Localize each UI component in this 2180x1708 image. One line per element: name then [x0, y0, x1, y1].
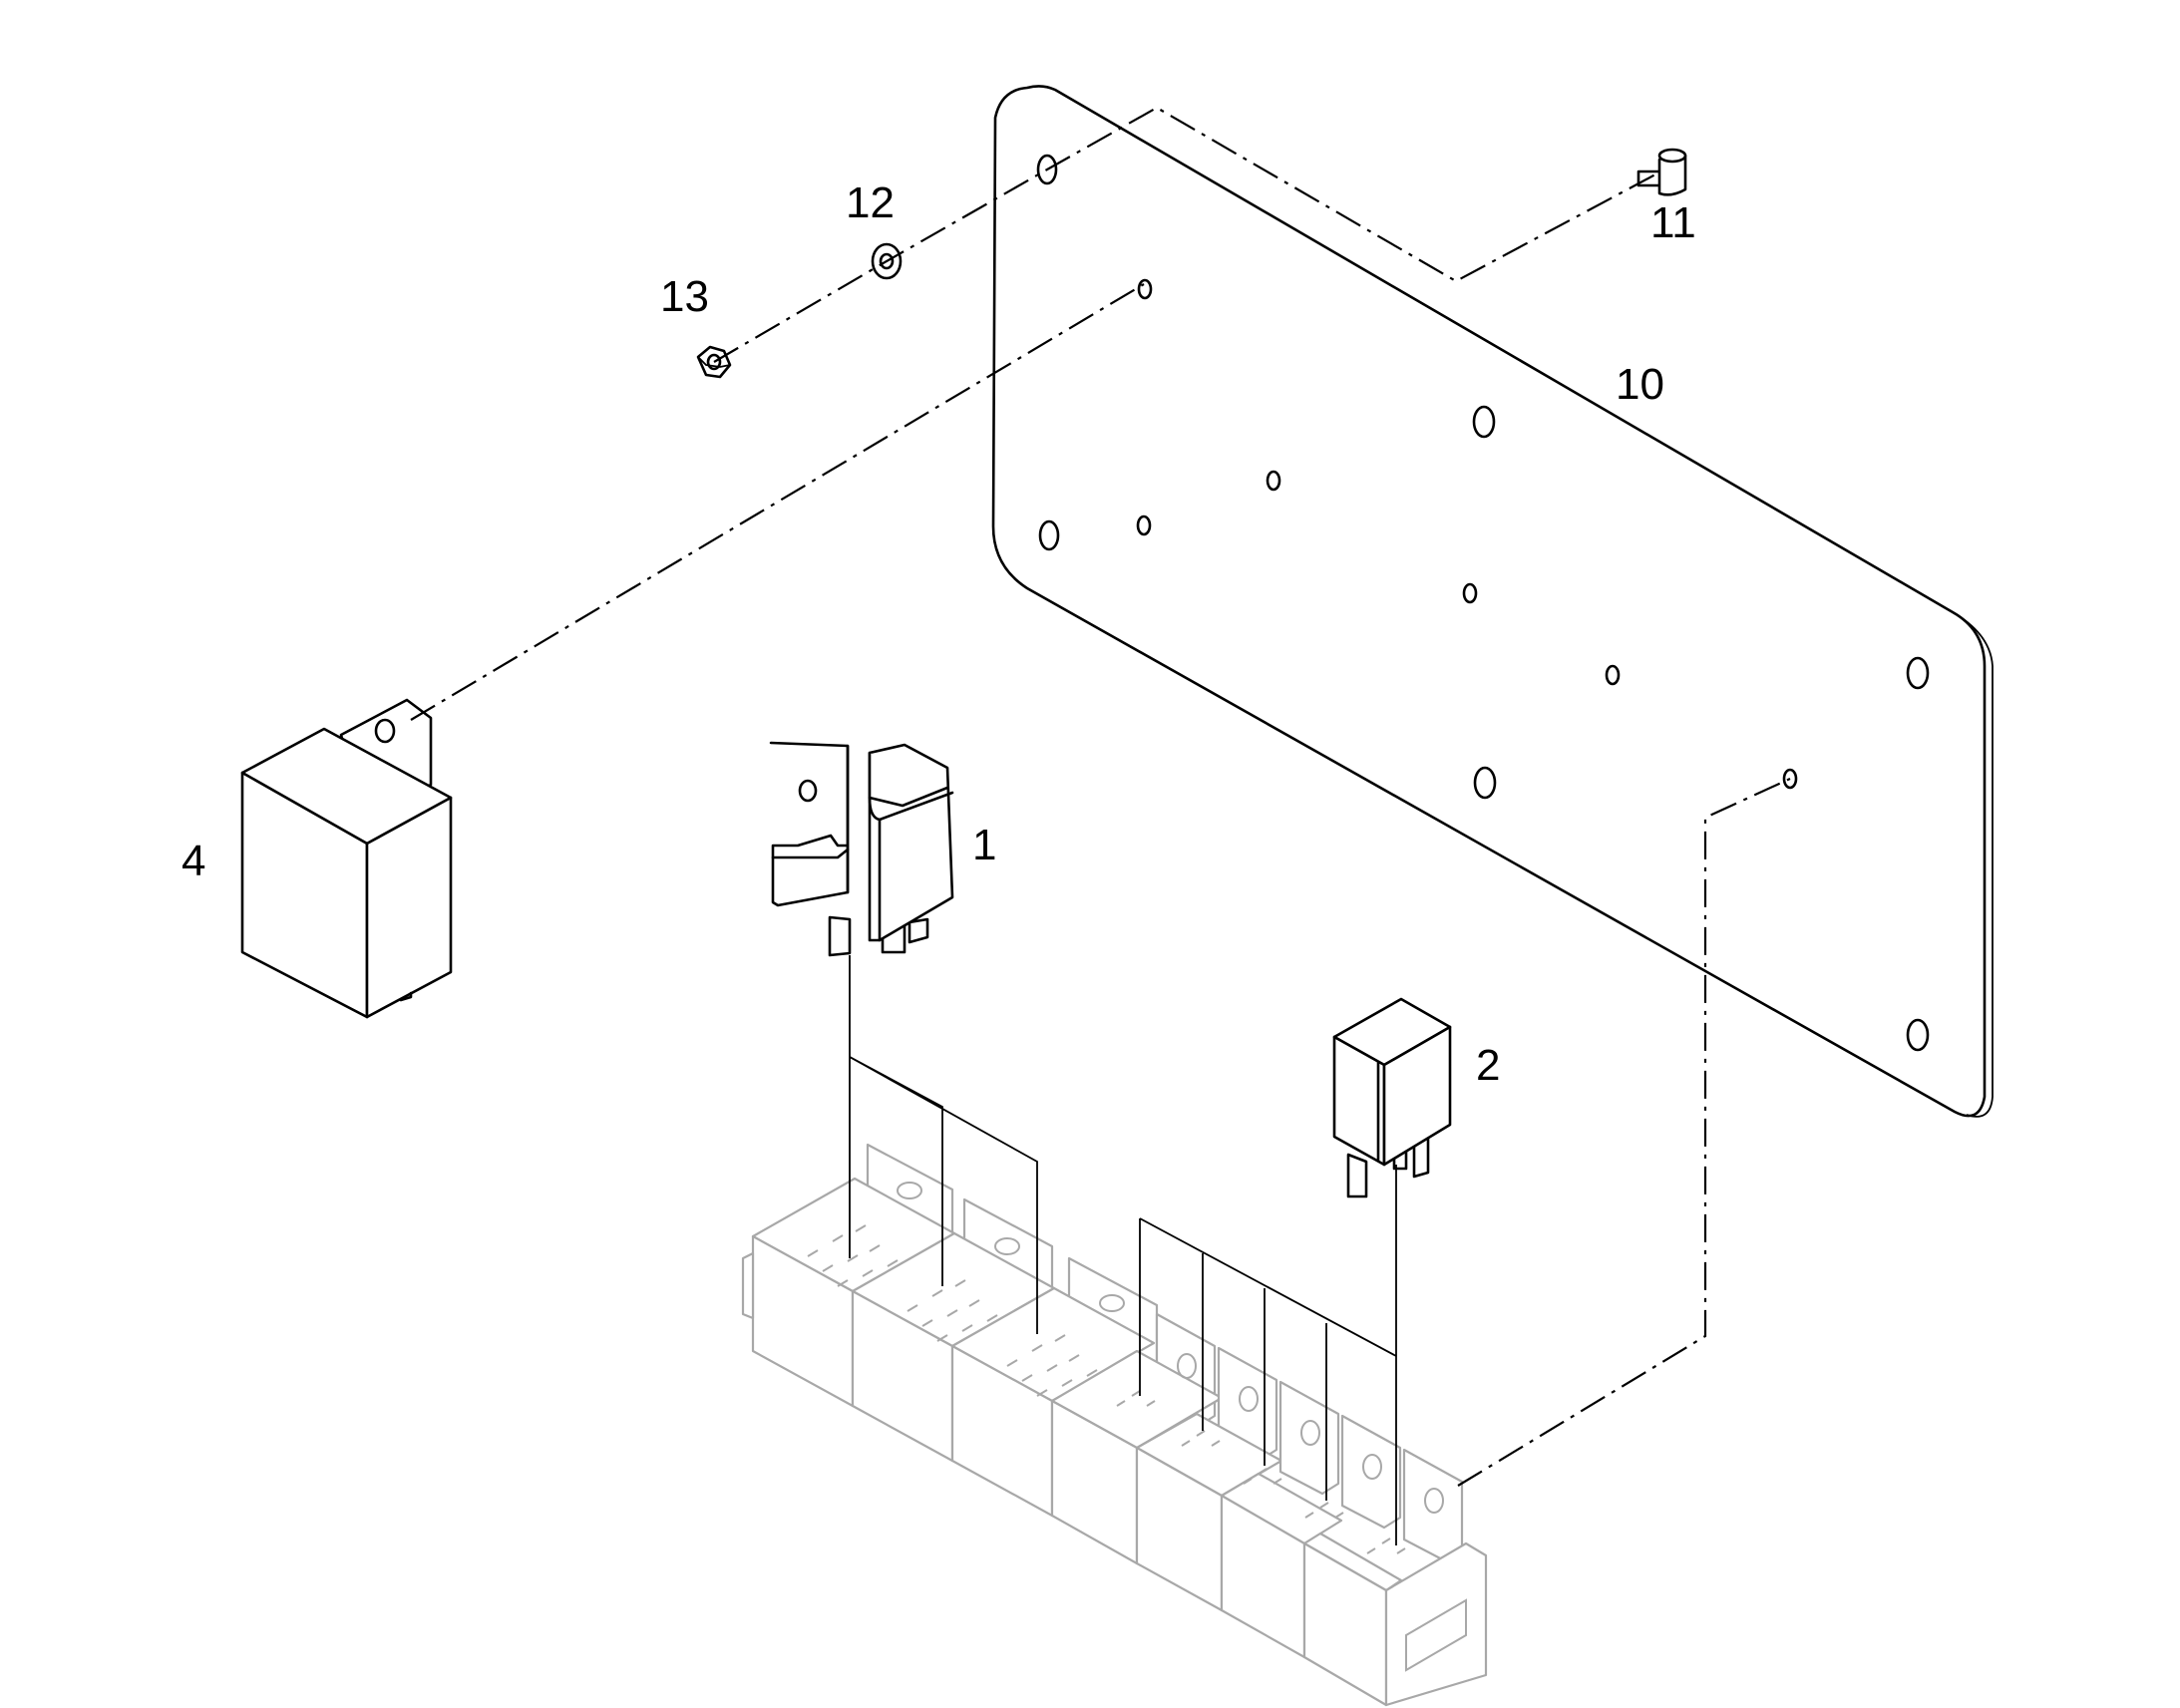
small-socket-end — [1384, 1541, 1488, 1707]
callout-13: 13 — [660, 272, 709, 321]
callout-2: 2 — [1476, 1041, 1500, 1090]
large-socket-2 — [851, 1197, 1056, 1463]
small-socket-5 — [1402, 1448, 1464, 1563]
callout-11: 11 — [1650, 198, 1696, 247]
callout-10: 10 — [1616, 360, 1664, 409]
large-socket-slots — [807, 1224, 1098, 1397]
leader-lines — [410, 106, 1791, 1487]
relay-small — [1332, 997, 1452, 1198]
relay-socket-block — [741, 1143, 1488, 1707]
relay-large — [769, 741, 954, 957]
small-socket-3 — [1220, 1380, 1343, 1659]
small-socket-2 — [1135, 1346, 1283, 1612]
mounting-plate — [991, 85, 1994, 1118]
callout-4: 4 — [182, 837, 205, 885]
callout-labels: 1 2 4 10 11 12 13 — [182, 178, 1696, 1090]
assembly-lines — [849, 955, 1397, 1545]
large-socket-1 — [741, 1143, 956, 1408]
control-module — [240, 698, 453, 1019]
small-socket-slots — [1116, 1390, 1406, 1554]
callout-12: 12 — [846, 178, 895, 227]
large-socket-3 — [950, 1256, 1159, 1518]
callout-1: 1 — [972, 821, 996, 869]
small-socket-1 — [1050, 1312, 1224, 1565]
screw — [1636, 148, 1687, 196]
